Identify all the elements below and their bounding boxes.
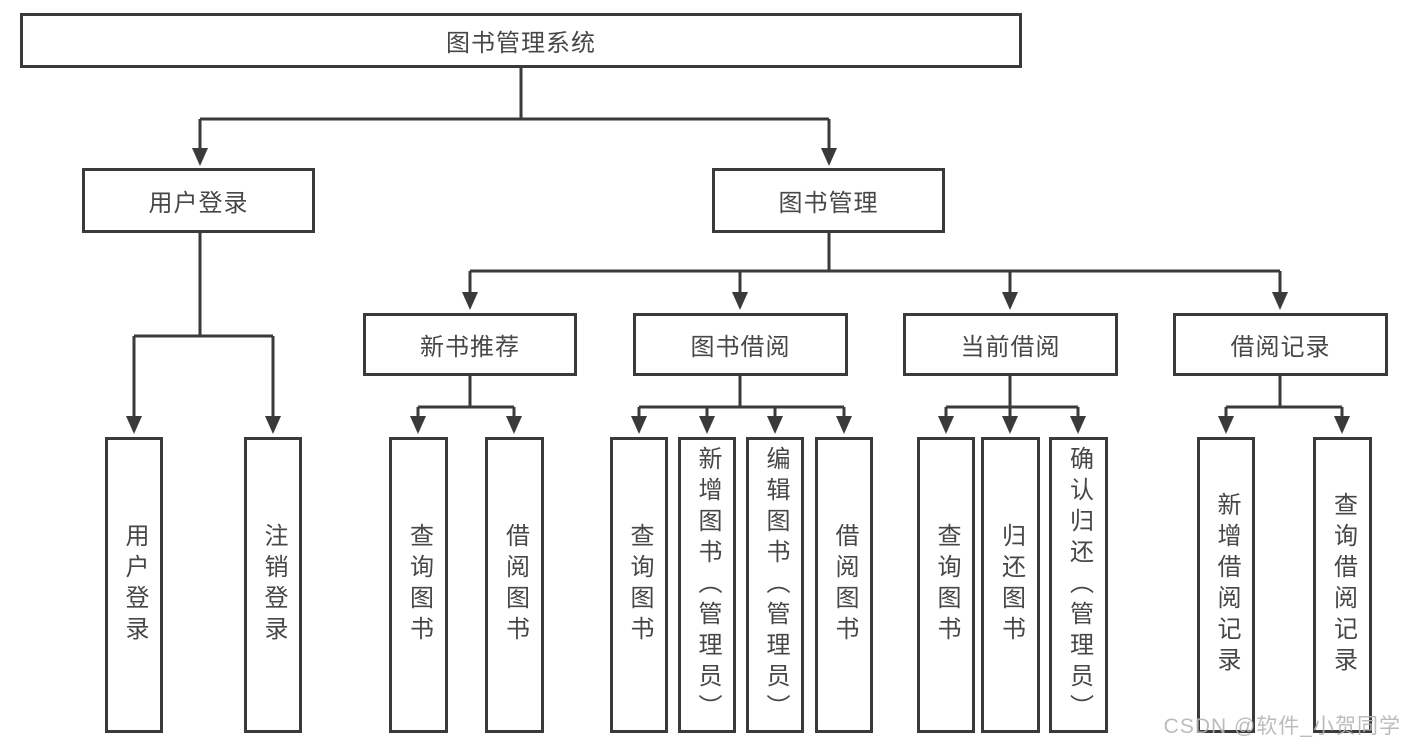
leaf-logout: 注销登录 <box>244 437 302 733</box>
leaf-label: 查询图书 <box>405 523 433 647</box>
leaf-query-books-current: 查询图书 <box>917 437 975 733</box>
leaf-borrow-books-recommend: 借阅图书 <box>485 437 544 733</box>
leaf-add-borrow-record: 新增借阅记录 <box>1197 437 1255 733</box>
node-label: 图书管理系统 <box>446 30 596 57</box>
leaf-label: 新增借阅记录 <box>1213 492 1240 678</box>
leaf-label: 查询借阅记录 <box>1329 492 1357 678</box>
node-label: 图书管理 <box>778 190 879 217</box>
node-borrowing-records: 借阅记录 <box>1173 313 1388 376</box>
leaf-label: 查询图书 <box>626 523 653 647</box>
leaf-add-book-admin: 新增图书（管理员） <box>678 437 736 733</box>
leaf-query-books-borrowing: 查询图书 <box>610 437 668 733</box>
node-current-borrowing: 当前借阅 <box>903 313 1118 376</box>
leaf-borrow-books-borrowing: 借阅图书 <box>815 437 873 733</box>
node-user-login: 用户登录 <box>82 168 315 233</box>
node-label: 新书推荐 <box>420 334 520 361</box>
leaf-query-borrow-record: 查询借阅记录 <box>1313 437 1372 733</box>
leaf-label: 借阅图书 <box>501 523 529 647</box>
leaf-label: 查询图书 <box>933 523 960 647</box>
watermark: CSDN @软件_小贺同学 <box>1163 715 1401 738</box>
leaf-label: 借阅图书 <box>831 523 858 647</box>
node-book-management: 图书管理 <box>712 168 945 233</box>
node-library-management-system: 图书管理系统 <box>20 13 1022 68</box>
leaf-confirm-return-admin: 确认归还（管理员） <box>1049 437 1108 733</box>
leaf-return-book: 归还图书 <box>981 437 1040 733</box>
node-new-book-recommendation: 新书推荐 <box>363 313 577 376</box>
leaf-edit-book-admin: 编辑图书（管理员） <box>746 437 804 733</box>
node-label: 用户登录 <box>148 190 249 217</box>
node-label: 借阅记录 <box>1230 334 1331 361</box>
node-label: 图书借阅 <box>690 334 791 361</box>
leaf-label: 确认归还（管理员） <box>1065 445 1093 725</box>
node-book-borrowing: 图书借阅 <box>633 313 848 376</box>
leaf-user-login: 用户登录 <box>105 437 163 733</box>
leaf-label: 编辑图书（管理员） <box>762 445 789 725</box>
leaf-label: 归还图书 <box>997 523 1025 647</box>
leaf-label: 用户登录 <box>121 523 148 647</box>
node-label: 当前借阅 <box>960 334 1061 361</box>
leaf-query-books-recommend: 查询图书 <box>389 437 448 733</box>
leaf-label: 注销登录 <box>260 523 287 647</box>
leaf-label: 新增图书（管理员） <box>694 445 721 725</box>
